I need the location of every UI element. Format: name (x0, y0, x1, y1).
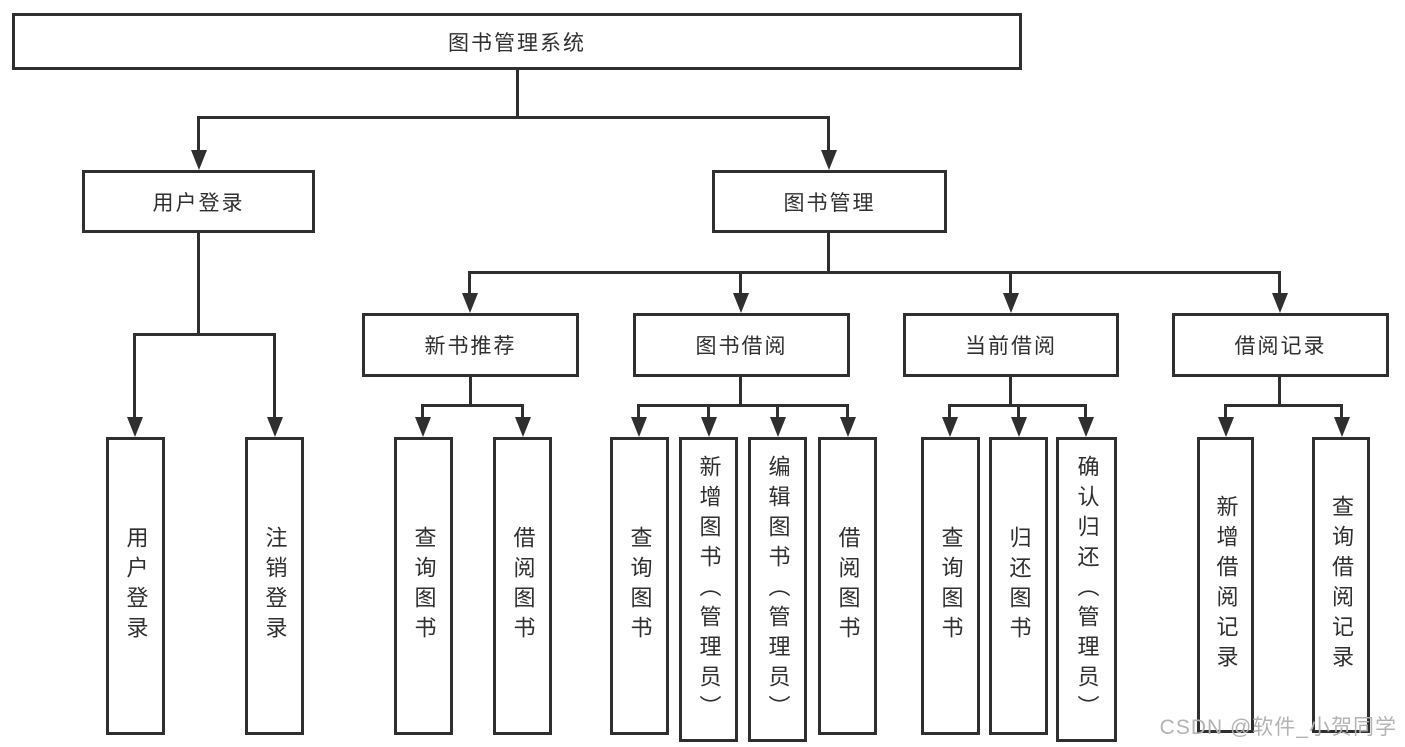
leaf-record-query-record: 查询借阅记录 (1312, 437, 1370, 733)
leaf-borrow-borrow-books: 借阅图书 (818, 437, 877, 735)
csdn-watermark: CSDN @软件_小贺同学 (1159, 716, 1397, 739)
leaf-current-confirm-return-admin: 确认归还（管理员） (1056, 437, 1117, 742)
node-new-book-recommend: 新书推荐 (362, 313, 579, 377)
leaf-current-query-books: 查询图书 (921, 437, 980, 735)
node-book-management: 图书管理 (712, 170, 947, 233)
leaf-record-add-record: 新增借阅记录 (1197, 437, 1254, 733)
leaf-borrow-edit-books-admin: 编辑图书（管理员） (748, 437, 807, 742)
node-current-borrow: 当前借阅 (903, 313, 1119, 377)
leaf-borrow-query-books: 查询图书 (610, 437, 669, 735)
leaf-borrow-add-books-admin: 新增图书（管理员） (679, 437, 738, 742)
node-user-login: 用户登录 (82, 170, 315, 233)
leaf-newbook-query-books: 查询图书 (394, 437, 453, 735)
leaf-logout: 注销登录 (245, 437, 304, 735)
node-book-borrow: 图书借阅 (633, 313, 850, 377)
leaf-newbook-borrow-books: 借阅图书 (493, 437, 552, 735)
node-root: 图书管理系统 (12, 13, 1022, 70)
leaf-current-return-books: 归还图书 (989, 437, 1048, 735)
leaf-user-login: 用户登录 (106, 437, 165, 735)
node-borrow-record: 借阅记录 (1172, 313, 1389, 377)
